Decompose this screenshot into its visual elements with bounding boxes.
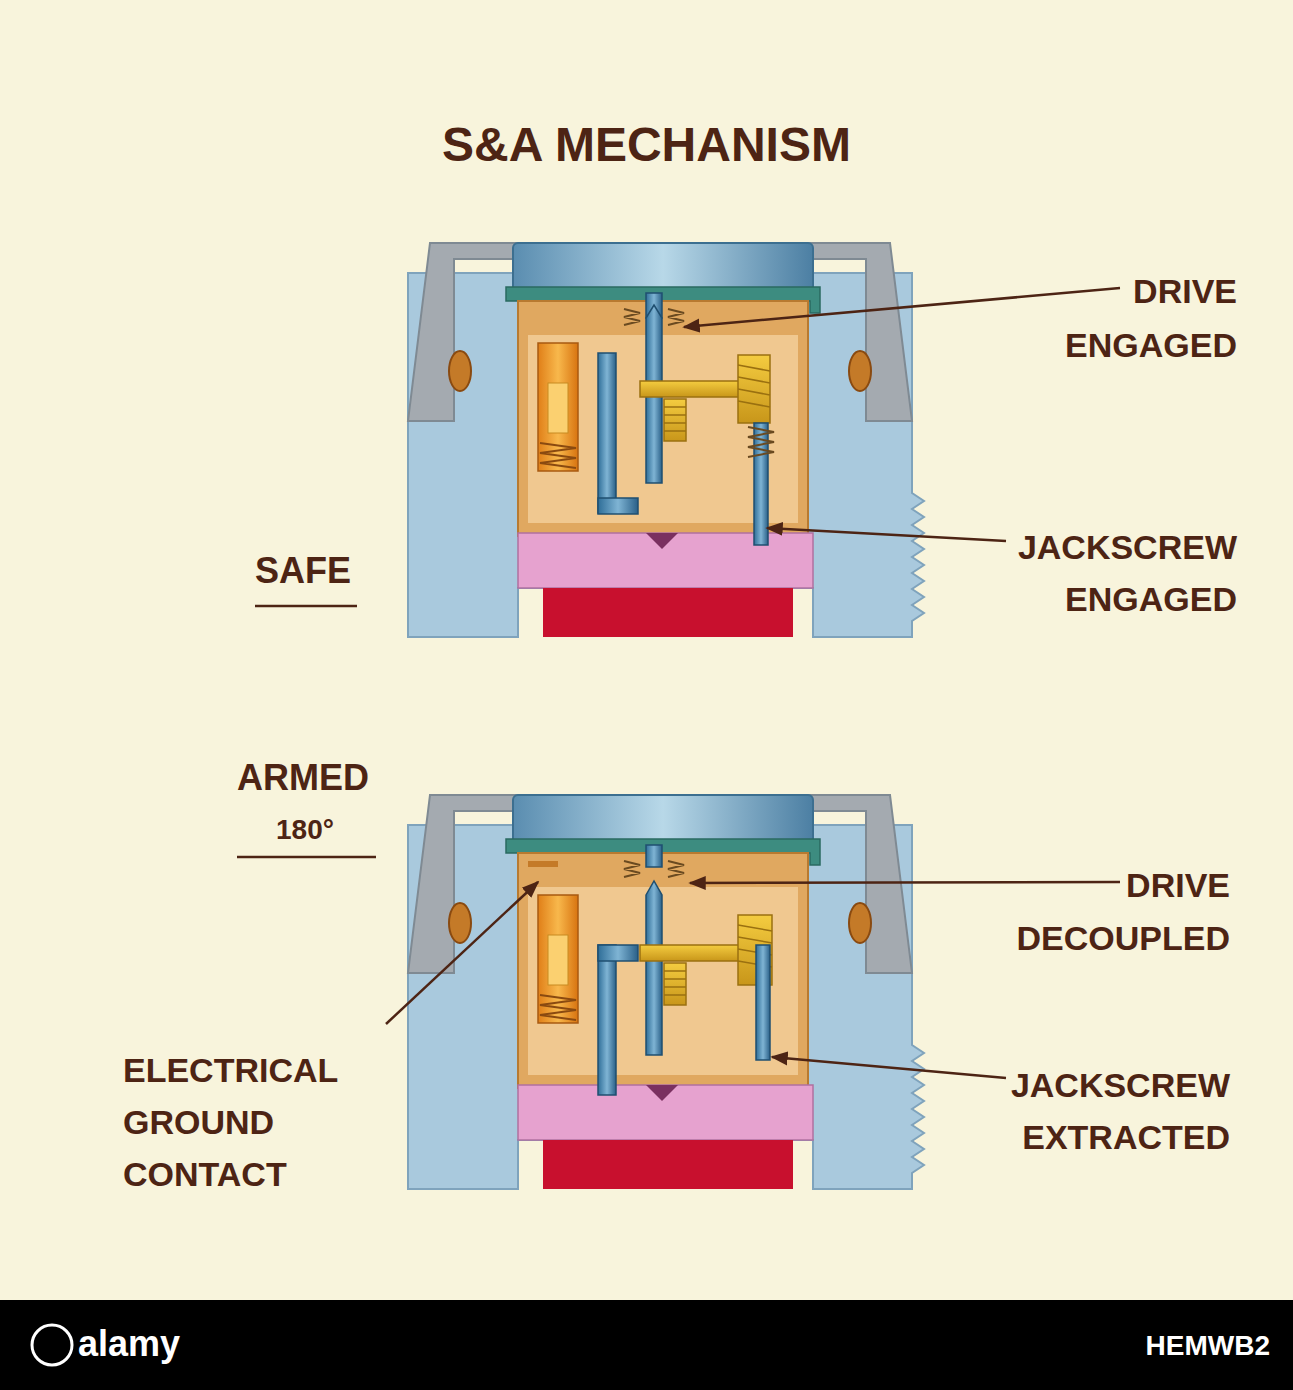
callout-label: JACKSCREW ENGAGED xyxy=(997,521,1237,625)
housing xyxy=(408,795,924,1189)
underline xyxy=(255,605,357,608)
jackscrew xyxy=(756,945,770,1060)
leader-line xyxy=(684,288,1120,327)
leader-line xyxy=(690,882,1120,883)
drive-pin xyxy=(646,845,662,867)
housing xyxy=(408,243,924,637)
safe-mechanism xyxy=(408,243,924,637)
rod-foot xyxy=(598,945,638,961)
underline xyxy=(237,856,376,859)
callout-label: ELECTRICAL GROUND CONTACT xyxy=(123,1044,373,1200)
leader-line xyxy=(767,528,1006,541)
gear-teeth xyxy=(664,407,686,431)
state-label: SAFE xyxy=(255,545,395,597)
callout-label: JACKSCREW EXTRACTED xyxy=(990,1059,1230,1163)
image-id: HEMWB2 xyxy=(1050,1328,1270,1364)
leader-line xyxy=(772,1057,1006,1078)
angle-label: 180° xyxy=(276,812,376,848)
drive-spring xyxy=(624,309,684,325)
rod-foot xyxy=(598,498,638,514)
locking-rod xyxy=(598,353,616,513)
drive-spring xyxy=(624,861,684,877)
footer-bar xyxy=(0,1300,1293,1390)
gear-teeth xyxy=(664,971,686,995)
worm-thread xyxy=(738,365,770,407)
watermark: alamy xyxy=(78,1322,278,1366)
worm-gear xyxy=(738,355,770,423)
logo-mark xyxy=(32,1325,72,1365)
armed-mechanism xyxy=(408,795,924,1189)
callout-label: DRIVE ENGAGED xyxy=(997,264,1237,372)
gear xyxy=(664,963,686,1005)
ground-contact xyxy=(528,861,558,867)
locking-rod xyxy=(598,945,616,1095)
spindle xyxy=(646,881,662,1055)
callout-label: DRIVE DECOUPLED xyxy=(990,859,1230,965)
gear xyxy=(664,399,686,441)
title: S&A MECHANISM xyxy=(0,115,1293,175)
jackscrew-spring xyxy=(748,427,774,457)
state-label: ARMED xyxy=(237,752,387,804)
leader-line xyxy=(386,882,538,1024)
